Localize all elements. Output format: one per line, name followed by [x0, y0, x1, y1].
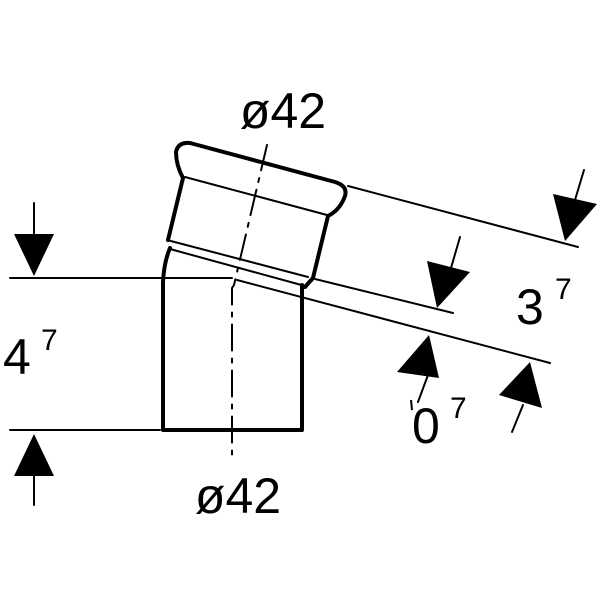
arrow-tail	[511, 404, 524, 433]
top-diameter-label: ø42	[240, 83, 326, 139]
arrow-tail	[450, 236, 461, 269]
right-inner-dimension-sup: 7	[450, 392, 467, 425]
centerline	[231, 144, 268, 463]
right-outer-dimension-value: 3	[516, 279, 544, 335]
right-inner-dimension-value: 0	[412, 398, 440, 454]
right-outer-dimension-sup: 7	[555, 273, 572, 306]
extension-line-pipe-top	[236, 279, 551, 364]
arrow-tail	[417, 374, 429, 403]
arrow-head-down-icon	[427, 261, 470, 308]
extension-line-socket-bottom	[314, 278, 454, 314]
stray-tick	[410, 399, 413, 411]
left-dimension-sup: 7	[41, 324, 58, 357]
lower-pipe-outline	[161, 246, 304, 432]
arrow-head-up-icon	[499, 362, 542, 408]
extension-line-socket-top	[347, 185, 579, 248]
left-dimension-value: 4	[3, 329, 31, 385]
arrow-head-up-icon	[14, 434, 54, 476]
bottom-diameter-label: ø42	[195, 468, 281, 524]
arrow-head-down-icon	[14, 234, 54, 276]
socket-band-top	[166, 239, 309, 278]
arrow-head-up-icon	[397, 335, 439, 378]
socket-outline	[166, 140, 348, 289]
arrow-head-down-icon	[553, 194, 597, 241]
